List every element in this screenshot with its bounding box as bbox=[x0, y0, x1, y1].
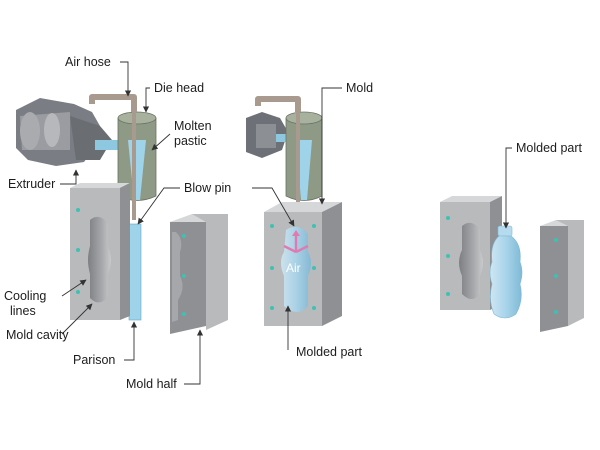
label-die-head: Die head bbox=[154, 81, 204, 95]
air-arrows bbox=[283, 230, 309, 254]
label-mold: Mold bbox=[346, 81, 373, 95]
die-head-2 bbox=[285, 111, 323, 201]
mold-half-left-1 bbox=[70, 183, 130, 320]
label-cooling-lines-2: lines bbox=[10, 304, 36, 318]
label-molten-plastic-2: pastic bbox=[174, 134, 207, 148]
label-molten-plastic-1: Molten bbox=[174, 119, 212, 133]
label-molded-part-2: Molded part bbox=[296, 345, 363, 359]
label-extruder: Extruder bbox=[8, 177, 55, 191]
label-parison: Parison bbox=[73, 353, 115, 367]
label-air: Air bbox=[286, 261, 301, 275]
mold-half-right-3 bbox=[540, 220, 584, 332]
label-molded-part-3: Molded part bbox=[516, 141, 583, 155]
label-mold-half: Mold half bbox=[126, 377, 177, 391]
label-mold-cavity: Mold cavity bbox=[6, 328, 69, 342]
extruder-1 bbox=[16, 98, 128, 166]
parison-tube bbox=[128, 223, 142, 321]
extruder-2 bbox=[246, 112, 292, 158]
mold-half-right-1 bbox=[170, 214, 228, 334]
label-cooling-lines-1: Cooling bbox=[4, 289, 46, 303]
label-blow-pin: Blow pin bbox=[184, 181, 231, 195]
air-hose-1 bbox=[89, 94, 137, 220]
label-air-hose: Air hose bbox=[65, 55, 111, 69]
leader-lines bbox=[60, 61, 512, 385]
